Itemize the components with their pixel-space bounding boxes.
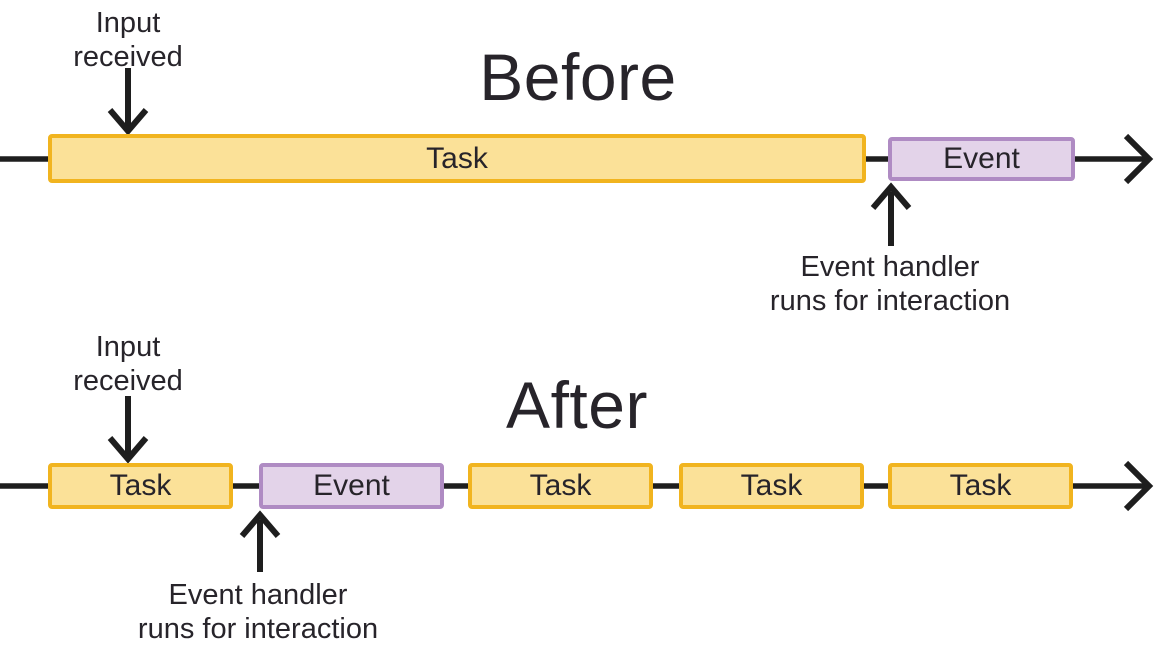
after-task-segment: Task: [48, 463, 233, 509]
before-task-segment: Task: [48, 134, 866, 183]
after-event-segment: Event: [259, 463, 444, 509]
before-input-annotation: Input received: [73, 7, 183, 73]
segment-label: Task: [949, 469, 1012, 502]
after-input-arrow-icon: [107, 396, 149, 464]
before-handler-annotation: Event handler runs for interaction: [769, 251, 1011, 317]
before-event-segment: Event: [888, 137, 1075, 181]
segment-label: Task: [529, 469, 592, 502]
after-handler-arrow-icon: [239, 510, 281, 572]
after-task-segment: Task: [679, 463, 864, 509]
segment-label: Task: [426, 141, 488, 175]
segment-label: Event: [313, 469, 390, 502]
before-timeline-arrowhead-icon: [1123, 133, 1154, 185]
before-title: Before: [479, 40, 677, 114]
segment-label: Event: [943, 142, 1020, 175]
before-handler-arrow-icon: [870, 182, 912, 246]
after-title: After: [506, 368, 648, 442]
segment-label: Task: [740, 469, 803, 502]
after-handler-annotation: Event handler runs for interaction: [137, 579, 379, 645]
after-task-segment: Task: [888, 463, 1073, 509]
segment-label: Task: [109, 469, 172, 502]
before-input-arrow-icon: [107, 68, 149, 136]
after-input-annotation: Input received: [73, 331, 183, 397]
after-timeline-arrowhead-icon: [1123, 460, 1154, 512]
after-task-segment: Task: [468, 463, 653, 509]
